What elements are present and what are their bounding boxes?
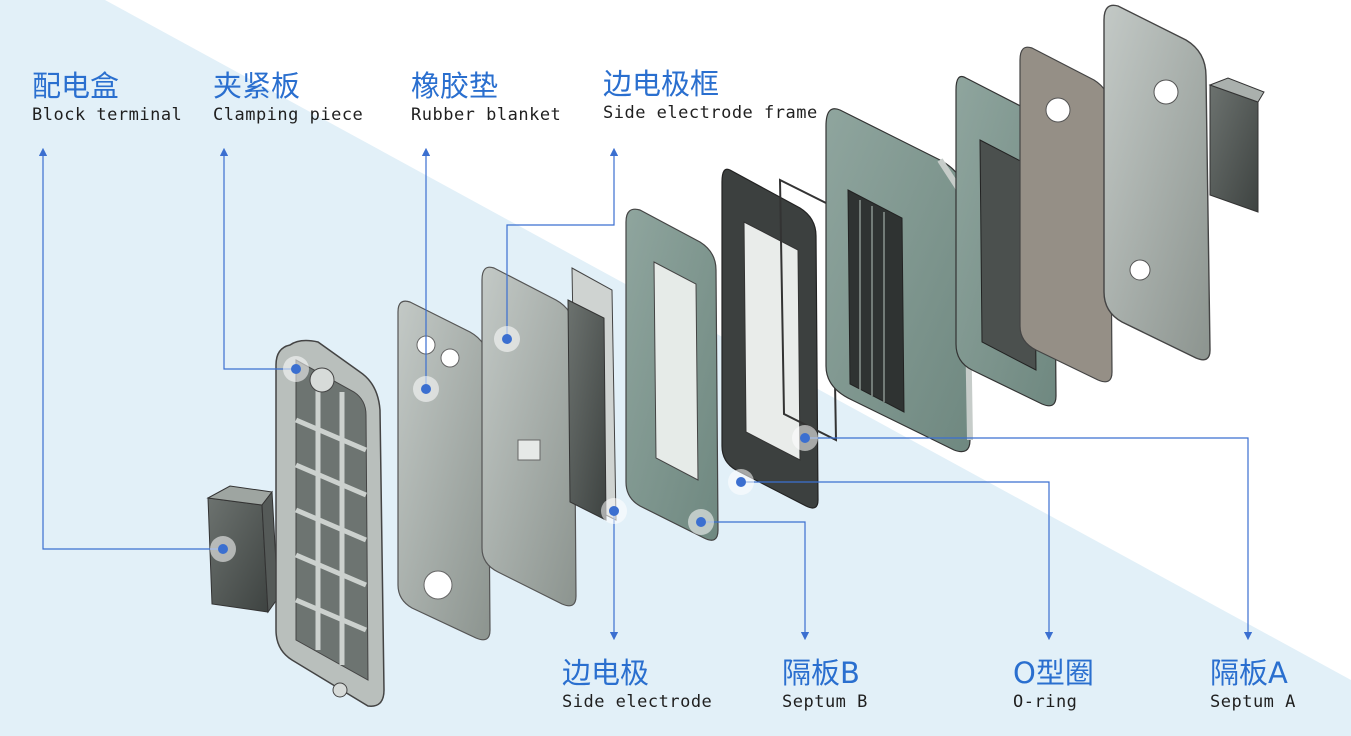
label-side-electrode-cn: 边电极: [562, 656, 650, 690]
rear-rubber-blanket-part: [1019, 46, 1113, 383]
label-side-electrode-frame-cn: 边电极框: [603, 67, 720, 101]
o-ring-part: [721, 168, 838, 509]
label-septum-a: 隔板A Septum A: [1210, 659, 1296, 711]
marker-side-electrode-frame: [494, 326, 520, 352]
block-terminal-part: [206, 485, 279, 614]
label-side-electrode-frame: 边电极框 Side electrode frame: [603, 70, 818, 122]
label-clamping-piece-cn: 夹紧板: [213, 69, 301, 103]
rear-block-terminal-part: [1208, 77, 1265, 213]
marker-clamping-piece: [283, 356, 309, 382]
label-side-electrode-en: Side electrode: [562, 692, 713, 712]
marker-septum-b: [688, 509, 714, 535]
label-septum-b-en: Septum B: [782, 692, 868, 712]
side-electrode-part: [567, 267, 617, 521]
label-septum-b-cn: 隔板B: [782, 656, 860, 690]
leader-septum-a: [805, 437, 1253, 641]
label-septum-a-en: Septum A: [1210, 692, 1296, 712]
label-rubber-blanket: 橡胶垫 Rubber blanket: [411, 72, 561, 124]
clamping-piece-part: [275, 339, 385, 707]
marker-septum-a: [792, 425, 818, 451]
label-block-terminal-cn: 配电盒: [32, 69, 120, 103]
marker-side-electrode: [601, 498, 627, 524]
label-rubber-blanket-en: Rubber blanket: [411, 105, 562, 125]
callout-markers: [210, 326, 818, 562]
label-block-terminal-en: Block terminal: [32, 105, 183, 125]
leader-clamping-piece: [219, 147, 296, 370]
label-o-ring-cn: O型圈: [1013, 656, 1094, 690]
label-rubber-blanket-cn: 橡胶垫: [411, 69, 499, 103]
label-side-electrode-frame-en: Side electrode frame: [603, 103, 818, 123]
label-septum-b: 隔板B Septum B: [782, 659, 868, 711]
marker-block-terminal: [210, 536, 236, 562]
marker-o-ring: [728, 469, 754, 495]
rear-clamping-plate-part: [1103, 4, 1211, 361]
leader-side-electrode-frame: [506, 147, 619, 339]
marker-rubber-blanket: [413, 376, 439, 402]
leader-o-ring: [741, 481, 1054, 641]
label-septum-a-cn: 隔板A: [1210, 656, 1288, 690]
label-clamping-piece-en: Clamping piece: [213, 105, 364, 125]
septum-b-part: [625, 208, 719, 541]
leader-septum-b: [701, 521, 810, 641]
label-clamping-piece: 夹紧板 Clamping piece: [213, 72, 363, 124]
leader-block-terminal: [38, 147, 223, 550]
label-o-ring-en: O-ring: [1013, 692, 1078, 712]
label-o-ring: O型圈 O-ring: [1013, 659, 1094, 711]
label-block-terminal: 配电盒 Block terminal: [32, 72, 182, 124]
label-side-electrode: 边电极 Side electrode: [562, 659, 712, 711]
